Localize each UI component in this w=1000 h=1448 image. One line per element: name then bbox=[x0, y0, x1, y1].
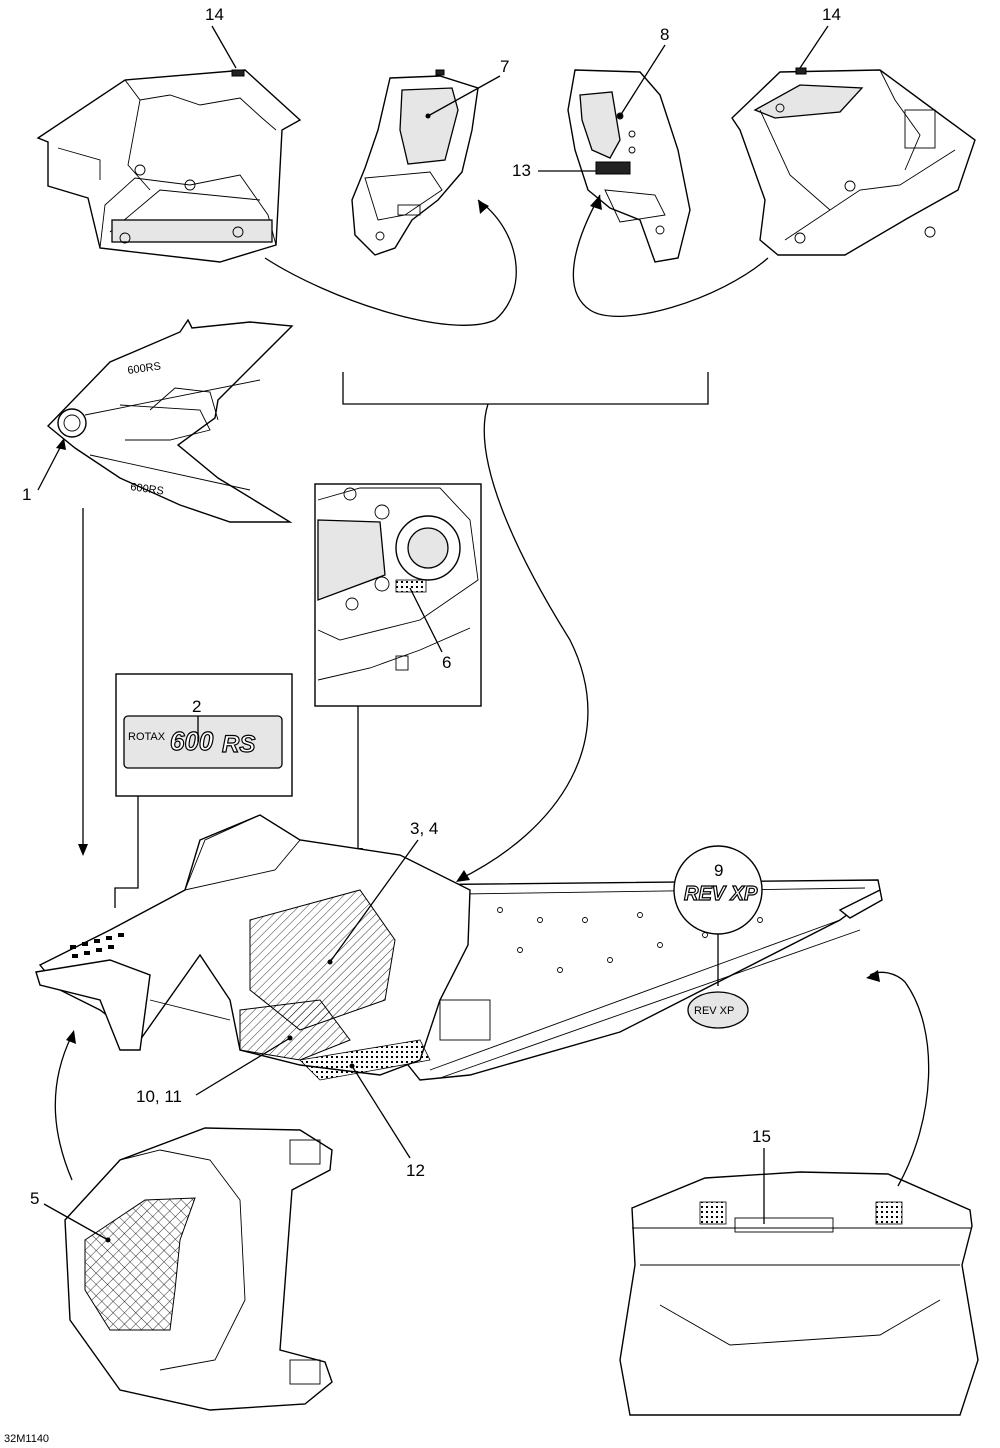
callout-label: 3, 4 bbox=[410, 819, 438, 838]
callout-label: 6 bbox=[442, 653, 451, 672]
callout-label: 8 bbox=[660, 25, 669, 44]
left-front-side-panel bbox=[351, 69, 479, 256]
callout-label: 9 bbox=[714, 861, 723, 880]
arrow-rear-view-up bbox=[866, 970, 930, 1187]
right-front-side-panel bbox=[567, 69, 691, 263]
leader-box-2 bbox=[114, 796, 139, 908]
callout-12: 12 bbox=[349, 1063, 425, 1180]
callout-5: 5 bbox=[30, 1189, 111, 1243]
callout-9: 9 bbox=[714, 861, 723, 880]
callout-14-right: 14 bbox=[799, 5, 841, 69]
arrow-hood-down bbox=[78, 508, 88, 856]
callout-6: 6 bbox=[409, 587, 451, 672]
snowmobile-body bbox=[35, 814, 883, 1081]
hood-nosepiece: 600RS 600RS bbox=[46, 318, 294, 523]
callout-label: 2 bbox=[192, 697, 201, 716]
arrow-detail-6-down bbox=[353, 706, 363, 860]
callout-label: 12 bbox=[406, 1161, 425, 1180]
hood-decal-lower-text: 600RS bbox=[130, 481, 165, 498]
callout-label: 10, 11 bbox=[136, 1087, 182, 1106]
callout-1: 1 bbox=[22, 438, 66, 504]
right-side-panel-interior bbox=[731, 67, 976, 256]
callout-10-11: 10, 11 bbox=[136, 1035, 293, 1106]
callout-label: 5 bbox=[30, 1189, 39, 1208]
arrow-belly-pan-up bbox=[54, 1030, 76, 1181]
callout-label: 1 bbox=[22, 485, 31, 504]
detail-box-callout-2: ROTAX 600 RS bbox=[115, 673, 293, 797]
hood-decal-upper-text: 600RS bbox=[127, 360, 162, 377]
callout-label: 15 bbox=[752, 1127, 771, 1146]
callout-15: 15 bbox=[752, 1127, 771, 1224]
rotax-decal-model: 600 bbox=[170, 726, 214, 756]
callout-label: 13 bbox=[512, 161, 531, 180]
left-side-panel-interior bbox=[36, 69, 302, 263]
callout-3-4: 3, 4 bbox=[327, 819, 438, 965]
callout-2: 2 bbox=[192, 697, 201, 742]
rev-xp-decal-text: REV XP bbox=[684, 883, 758, 905]
rev-xp-decal-circle: REV XP REV XP bbox=[673, 845, 763, 1029]
flow-arrows-top bbox=[264, 194, 769, 326]
bracket bbox=[342, 372, 709, 882]
rotax-decal-prefix: ROTAX bbox=[128, 731, 166, 743]
rotax-decal-suffix: RS bbox=[222, 731, 255, 758]
rear-view-panel bbox=[619, 1171, 979, 1416]
rev-xp-small-text: REV XP bbox=[694, 1005, 734, 1017]
callout-8: 8 bbox=[617, 25, 669, 119]
drawing-code: 32M1140 bbox=[4, 1433, 49, 1445]
callout-13: 13 bbox=[512, 161, 596, 180]
belly-pan bbox=[64, 1127, 333, 1411]
callout-label: 14 bbox=[822, 5, 841, 24]
callout-label: 14 bbox=[205, 5, 224, 24]
callout-label: 7 bbox=[500, 57, 509, 76]
detail-box-callout-6 bbox=[314, 483, 482, 707]
callout-14-left: 14 bbox=[205, 5, 237, 69]
callout-7: 7 bbox=[425, 57, 509, 119]
